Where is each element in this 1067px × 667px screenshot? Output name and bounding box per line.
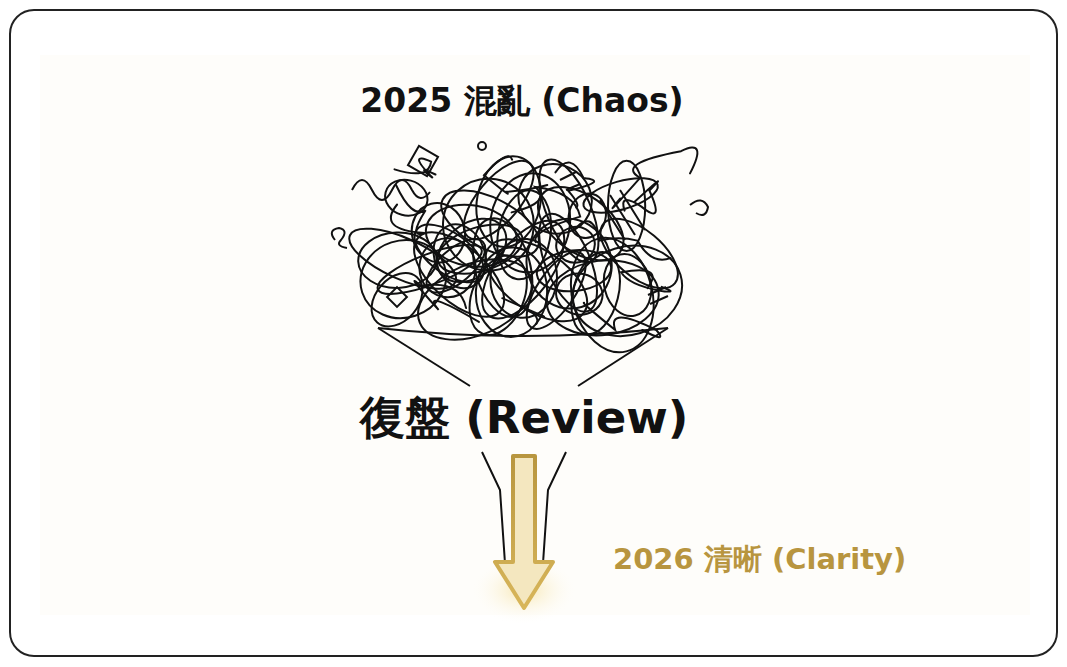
clarity-arrow <box>495 456 553 608</box>
scribble-loop <box>463 212 542 324</box>
hatch-symbol <box>600 190 645 240</box>
scribble-stroke <box>573 221 670 260</box>
funnel-rim <box>378 328 668 336</box>
squiggle-symbol <box>690 200 708 215</box>
review-label: 復盤 (Review) <box>360 392 689 444</box>
dot-symbol <box>478 142 486 150</box>
diamond-symbol <box>408 146 438 176</box>
scribble-stroke <box>414 281 478 322</box>
paper-ground <box>40 55 1030 615</box>
squiggle-symbol <box>332 228 347 248</box>
scribble-stroke <box>391 185 426 234</box>
dash-symbol <box>648 287 668 304</box>
dash-symbol <box>560 172 580 190</box>
scribble-stroke <box>555 162 594 207</box>
scribble-stroke <box>623 181 658 213</box>
scribble-loop <box>419 238 476 298</box>
card-frame <box>10 10 1057 656</box>
scribble-stroke <box>512 187 581 242</box>
chaos-scribble <box>342 148 698 362</box>
scribble-stroke <box>484 156 547 193</box>
scribble-loop <box>542 254 663 342</box>
chaos-symbols <box>332 142 708 307</box>
clarity-label: 2026 清晰 (Clarity) <box>613 543 906 576</box>
scribble-loop <box>350 229 456 329</box>
funnel-side <box>578 328 668 386</box>
diamond-symbol <box>387 287 407 307</box>
funnel-side <box>378 328 470 386</box>
scribble-loop <box>471 223 601 338</box>
scribble-stroke <box>502 298 544 324</box>
zigzag-symbol <box>352 180 430 200</box>
chaos-title: 2025 混亂 (Chaos) <box>360 82 683 120</box>
